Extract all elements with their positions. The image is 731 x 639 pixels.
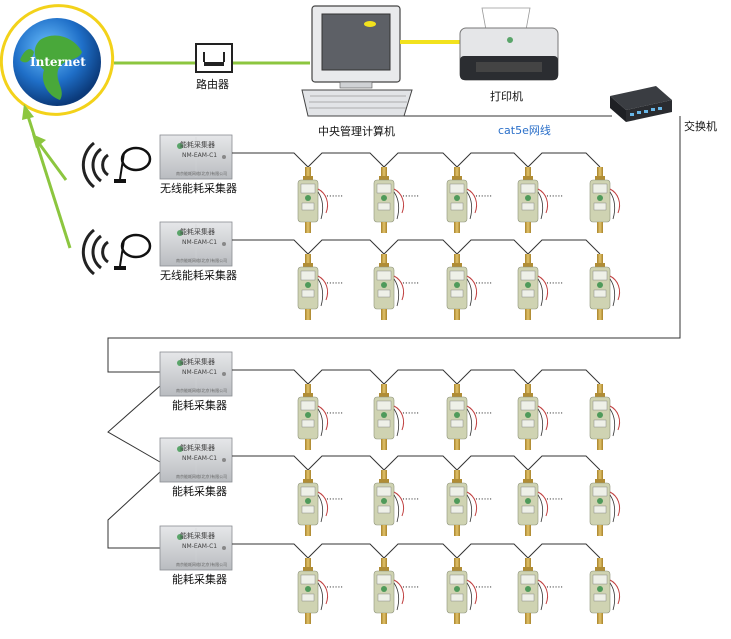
- router-label: 路由器: [196, 77, 229, 91]
- heat-meter-icon: [589, 383, 621, 451]
- heat-meter-icon: [589, 557, 621, 625]
- uplink-arrows: [22, 104, 72, 249]
- meter-bus-line: [232, 239, 601, 255]
- heat-meter-icon: [297, 166, 329, 234]
- meter-ellipsis: ······: [326, 583, 343, 593]
- wired-bus-segment-2: [107, 471, 161, 549]
- internet-globe-icon: Internet: [0, 4, 115, 116]
- heat-meter-icon: [373, 469, 405, 537]
- collector-plate-model: NM-EAM-C1: [182, 369, 217, 376]
- collector-plate-model: NM-EAM-C1: [182, 152, 217, 159]
- cable-label: cat5e网线: [498, 123, 551, 137]
- heat-meter-icon: [517, 469, 549, 537]
- collector-plate-footer: 南京能耗网络(北京)有限公司: [176, 387, 227, 393]
- collector-plate-title: 能耗采集器: [180, 357, 215, 366]
- meter-ellipsis: ······: [475, 192, 492, 202]
- heat-meter-icon: [517, 383, 549, 451]
- heat-meter-icon: [446, 557, 478, 625]
- meter-ellipsis: ······: [402, 409, 419, 419]
- meter-ellipsis: ······: [402, 279, 419, 289]
- wireless-signal-icon: [81, 228, 110, 276]
- meter-ellipsis: ······: [475, 495, 492, 505]
- meter-ellipsis: ······: [326, 495, 343, 505]
- collector-label: 无线能耗采集器: [160, 181, 237, 195]
- heat-meter-icon: [517, 557, 549, 625]
- heat-meter-icon: [297, 557, 329, 625]
- switch-wired-bus: [107, 116, 681, 373]
- computer-label: 中央管理计算机: [318, 124, 395, 138]
- meter-ellipsis: ······: [546, 495, 563, 505]
- collector-row: 能耗采集器NM-EAM-C1南京能耗网络(北京)有限公司能耗采集器·······…: [159, 525, 621, 625]
- heat-meter-icon: [297, 383, 329, 451]
- heat-meter-icon: [589, 253, 621, 321]
- heat-meter-icon: [373, 253, 405, 321]
- heat-meter-icon: [297, 253, 329, 321]
- collector-plate-title: 能耗采集器: [180, 140, 215, 149]
- antenna-icon: [114, 233, 152, 270]
- heat-meter-icon: [373, 557, 405, 625]
- collector-plate-model: NM-EAM-C1: [182, 239, 217, 246]
- heat-meter-icon: [446, 383, 478, 451]
- collector-plate-footer: 南京能耗网络(北京)有限公司: [176, 170, 227, 176]
- meter-bus-line: [232, 543, 601, 559]
- meter-ellipsis: ······: [402, 192, 419, 202]
- switch-label: 交换机: [684, 119, 717, 133]
- collector-plate-footer: 南京能耗网络(北京)有限公司: [176, 473, 227, 479]
- collector-label: 无线能耗采集器: [160, 268, 237, 282]
- printer-icon: [459, 7, 559, 81]
- meter-ellipsis: ······: [326, 279, 343, 289]
- collector-plate-footer: 南京能耗网络(北京)有限公司: [176, 561, 227, 567]
- heat-meter-icon: [446, 253, 478, 321]
- meter-ellipsis: ······: [402, 495, 419, 505]
- switch-icon: [610, 86, 672, 122]
- heat-meter-icon: [446, 166, 478, 234]
- meter-ellipsis: ······: [402, 583, 419, 593]
- collector-row: 能耗采集器NM-EAM-C1南京能耗网络(北京)有限公司能耗采集器·······…: [159, 351, 621, 451]
- heat-meter-icon: [517, 253, 549, 321]
- meter-ellipsis: ······: [546, 192, 563, 202]
- wireless-signal-icon: [81, 141, 110, 189]
- collector-plate-model: NM-EAM-C1: [182, 543, 217, 550]
- collector-plate-title: 能耗采集器: [180, 227, 215, 236]
- meter-ellipsis: ······: [546, 583, 563, 593]
- heat-meter-icon: [373, 166, 405, 234]
- heat-meter-icon: [297, 469, 329, 537]
- internet-label: Internet: [30, 55, 86, 69]
- heat-meter-icon: [517, 166, 549, 234]
- router-icon: [195, 43, 233, 73]
- heat-meter-icon: [589, 469, 621, 537]
- meter-ellipsis: ······: [475, 409, 492, 419]
- wired-bus-segment-1: [107, 385, 161, 463]
- meter-ellipsis: ······: [546, 409, 563, 419]
- meter-bus-line: [232, 455, 601, 471]
- meter-ellipsis: ······: [326, 192, 343, 202]
- collector-label: 能耗采集器: [172, 484, 227, 498]
- collector-label: 能耗采集器: [172, 572, 227, 586]
- meter-ellipsis: ······: [546, 279, 563, 289]
- meter-bus-line: [232, 152, 601, 168]
- collector-plate-footer: 南京能耗网络(北京)有限公司: [176, 257, 227, 263]
- meter-ellipsis: ······: [326, 409, 343, 419]
- collector-plate-title: 能耗采集器: [180, 531, 215, 540]
- heat-meter-icon: [589, 166, 621, 234]
- collector-row: 能耗采集器NM-EAM-C1南京能耗网络(北京)有限公司能耗采集器·······…: [159, 437, 621, 537]
- collector-plate-model: NM-EAM-C1: [182, 455, 217, 462]
- meter-ellipsis: ······: [475, 279, 492, 289]
- meter-bus-line: [232, 369, 601, 385]
- printer-label: 打印机: [490, 89, 523, 103]
- collector-plate-title: 能耗采集器: [180, 443, 215, 452]
- heat-meter-icon: [373, 383, 405, 451]
- heat-meter-icon: [446, 469, 478, 537]
- collector-label: 能耗采集器: [172, 398, 227, 412]
- computer-icon: [301, 5, 413, 117]
- meter-ellipsis: ······: [475, 583, 492, 593]
- antenna-icon: [114, 146, 152, 183]
